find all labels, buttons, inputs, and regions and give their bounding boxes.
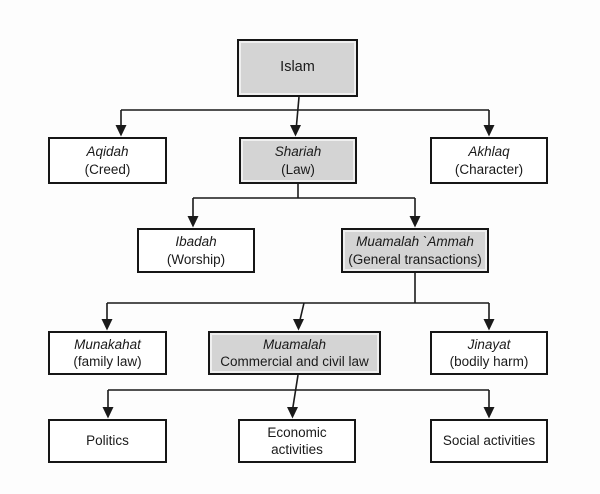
node-economic-label-line2: activities bbox=[271, 442, 323, 457]
node-politics-label: Politics bbox=[86, 433, 129, 449]
arrow-to-jinayat bbox=[483, 319, 495, 331]
node-akhlaq-term: Akhlaq bbox=[468, 144, 510, 159]
arrow-to-munakahat bbox=[101, 319, 113, 331]
node-muamalah-ammah-translation: (General transactions) bbox=[348, 251, 482, 267]
arrow-to-muamalah bbox=[293, 319, 304, 331]
arrow-to-politics bbox=[102, 407, 114, 419]
node-shariah: Shariah (Law) bbox=[239, 137, 357, 184]
node-munakahat: Munakahat (family law) bbox=[48, 331, 167, 375]
node-akhlaq-translation: (Character) bbox=[454, 161, 524, 177]
arrow-to-muamalah-ammah bbox=[409, 216, 421, 228]
connector-muamalah-economic bbox=[292, 374, 299, 409]
connector-drop-muamalah bbox=[298, 302, 305, 323]
arrow-to-aqidah bbox=[115, 125, 127, 137]
node-muamalah: Muamalah Commercial and civil law bbox=[208, 331, 381, 375]
arrow-to-economic bbox=[287, 407, 298, 419]
arrow-to-shariah bbox=[290, 125, 301, 137]
node-islam: Islam bbox=[237, 39, 358, 97]
node-muamalah-term: Muamalah bbox=[262, 336, 327, 352]
node-muamalah-ammah-term: Muamalah `Ammah bbox=[356, 234, 474, 249]
arrow-to-akhlaq bbox=[483, 125, 495, 137]
node-akhlaq: Akhlaq (Character) bbox=[430, 137, 548, 184]
node-munakahat-term: Munakahat bbox=[74, 336, 141, 352]
node-jinayat-term: Jinayat bbox=[467, 336, 511, 352]
node-economic-activities: Economic activities bbox=[238, 419, 356, 463]
node-ibadah-translation: (Worship) bbox=[166, 251, 226, 267]
node-islam-label: Islam bbox=[280, 59, 315, 76]
node-aqidah-term: Aqidah bbox=[86, 144, 129, 159]
node-economic-label-line1: Economic bbox=[267, 424, 327, 440]
node-shariah-translation: (Law) bbox=[281, 161, 315, 177]
node-jinayat-translation: (bodily harm) bbox=[449, 354, 529, 369]
node-ibadah: Ibadah (Worship) bbox=[137, 228, 255, 273]
node-muamalah-description: Commercial and civil law bbox=[220, 354, 369, 369]
node-ibadah-term: Ibadah bbox=[175, 234, 217, 249]
node-social-label: Social activities bbox=[442, 433, 536, 449]
node-muamalah-ammah: Muamalah `Ammah (General transactions) bbox=[341, 228, 489, 273]
node-jinayat: Jinayat (bodily harm) bbox=[430, 331, 548, 375]
node-aqidah-translation: (Creed) bbox=[84, 161, 131, 177]
node-shariah-term: Shariah bbox=[274, 144, 322, 159]
arrow-to-social bbox=[483, 407, 495, 419]
node-social-activities: Social activities bbox=[430, 419, 548, 463]
arrow-to-ibadah bbox=[187, 216, 199, 228]
node-politics: Politics bbox=[48, 419, 167, 463]
node-aqidah: Aqidah (Creed) bbox=[48, 137, 167, 184]
node-munakahat-translation: (family law) bbox=[73, 354, 142, 369]
